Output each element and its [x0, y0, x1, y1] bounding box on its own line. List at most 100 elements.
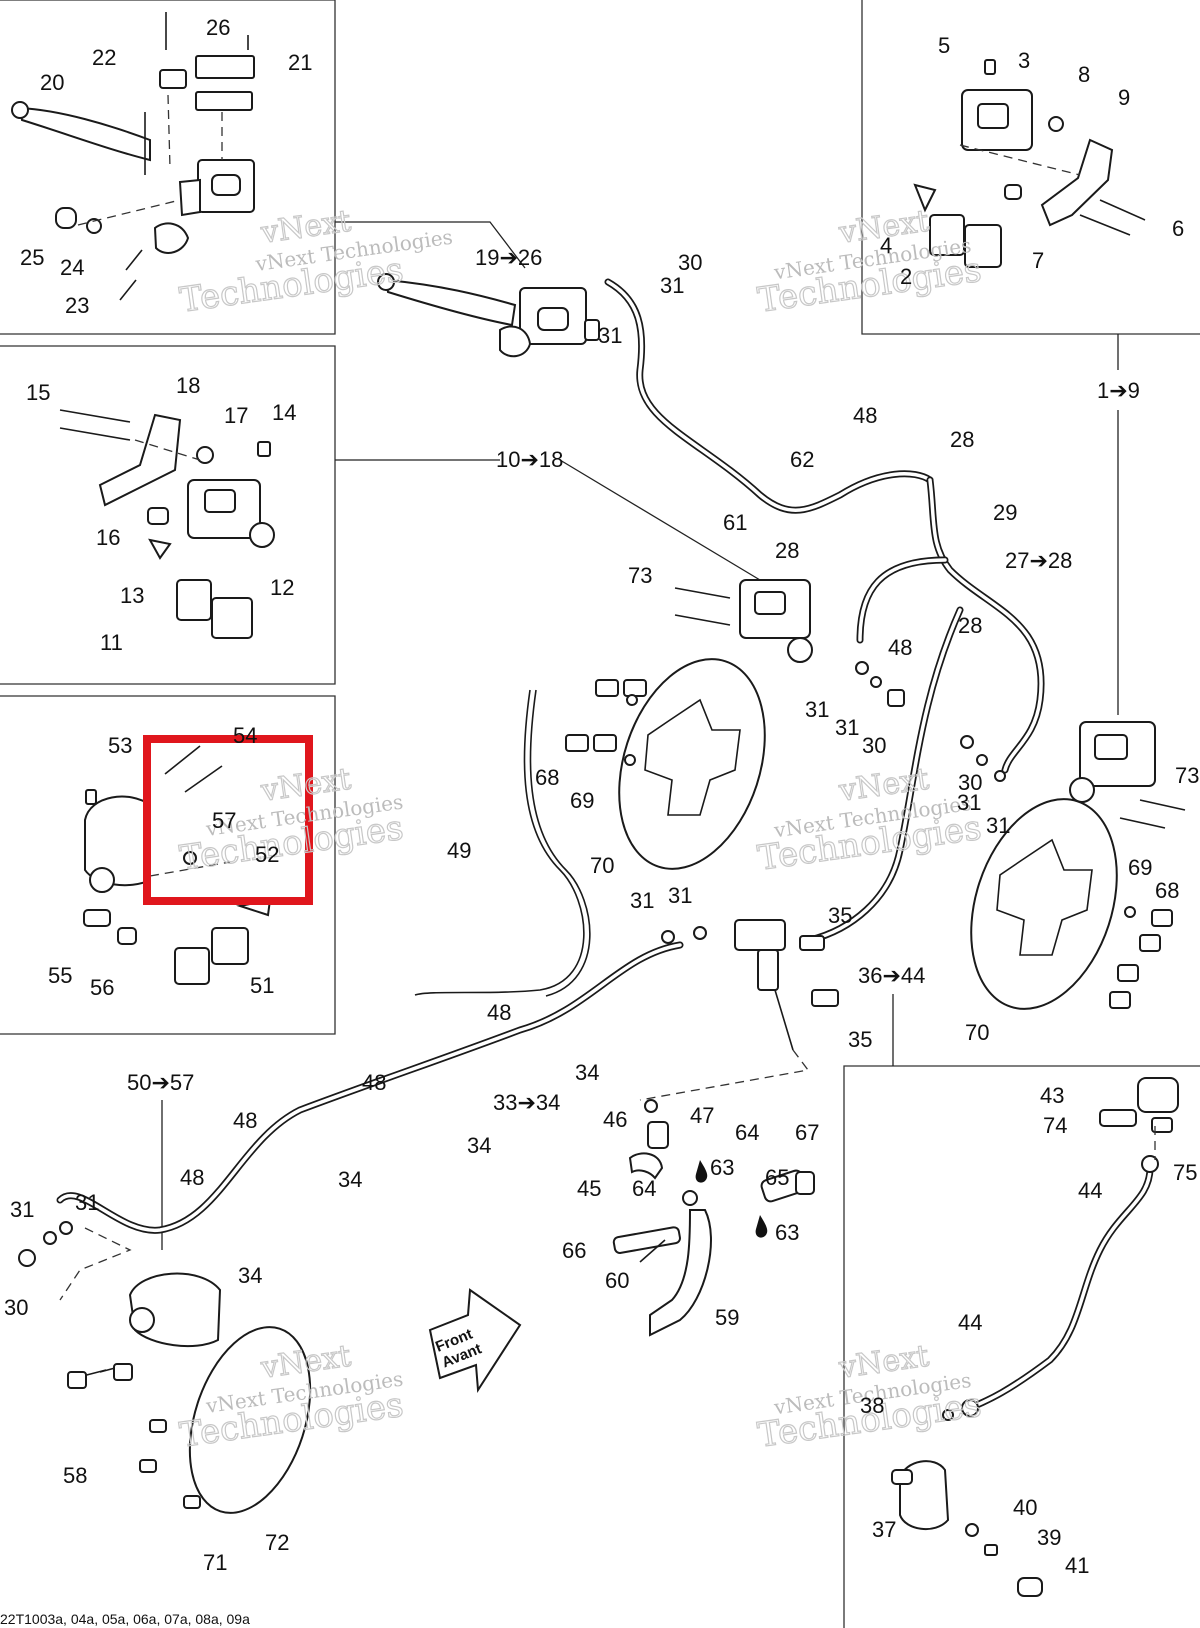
- rotor-left-bolts: [565, 679, 647, 766]
- callout: 31: [835, 715, 859, 740]
- callout: 48: [233, 1108, 257, 1133]
- callout: 51: [250, 973, 274, 998]
- callout: 16: [96, 525, 120, 550]
- callout: 8: [1078, 62, 1090, 87]
- callout: 4: [880, 233, 892, 258]
- master-cylinder-inset: [11, 12, 255, 301]
- callout: 37: [872, 1517, 896, 1542]
- front-direction-arrow: [428, 1288, 522, 1394]
- callout: 68: [535, 765, 559, 790]
- callout: 31: [660, 273, 684, 298]
- callout: 38: [860, 1393, 884, 1418]
- callout: 61: [723, 510, 747, 535]
- rotor-right-bolts: [1109, 906, 1173, 1009]
- callout: 48: [853, 403, 877, 428]
- front-left-caliper: [674, 579, 905, 707]
- frame-caliper-inset-50-57: [0, 695, 336, 1035]
- callout: 36➔44: [858, 963, 925, 988]
- callout: 60: [605, 1268, 629, 1293]
- callout: 31: [805, 697, 829, 722]
- callout: 6: [1172, 216, 1184, 241]
- callout: 70: [590, 853, 614, 878]
- callout: 34: [467, 1133, 491, 1158]
- callout: 5: [938, 33, 950, 58]
- callout: 35: [848, 1027, 872, 1052]
- callout: 31: [957, 790, 981, 815]
- callout: 74: [1043, 1113, 1067, 1138]
- rear-left-caliper-rotor: [18, 1221, 312, 1514]
- front-caliper-inset: [59, 409, 275, 639]
- callout: 2: [900, 264, 912, 289]
- watermark-4: vNext vNext Technologies Technologies: [755, 761, 985, 879]
- leader-19-26: [335, 221, 526, 269]
- callout: 31: [630, 888, 654, 913]
- callout: 9: [1118, 85, 1130, 110]
- callout: 48: [487, 1000, 511, 1025]
- rotor-right: [970, 798, 1173, 1010]
- lubricant-drop-icons: [695, 1160, 768, 1238]
- callout: 55: [48, 963, 72, 988]
- callout: 20: [40, 70, 64, 95]
- callout: 34: [338, 1167, 362, 1192]
- callout: 35: [828, 903, 852, 928]
- callout: 41: [1065, 1553, 1089, 1578]
- brake-pedal-assembly: [612, 1099, 815, 1337]
- highlight-box-parts-52-54-57: [143, 735, 313, 905]
- callout: 23: [65, 293, 89, 318]
- caliper-inset-50-57: [83, 745, 272, 985]
- leader-10-18-b: [559, 459, 761, 581]
- callout: 63: [775, 1220, 799, 1245]
- callout: 31: [598, 323, 622, 348]
- callout: 40: [1013, 1495, 1037, 1520]
- callout: 71: [203, 1550, 227, 1575]
- callout: 73: [1175, 763, 1199, 788]
- callout: 49: [447, 838, 471, 863]
- rotor-left: [565, 658, 766, 870]
- callout: 67: [795, 1120, 819, 1145]
- callout: 75: [1173, 1160, 1197, 1185]
- callout: 28: [950, 427, 974, 452]
- callouts: 20 22 26 21 25 24 23 19➔26 30 31 31 5 3 …: [4, 15, 1199, 1578]
- callout: 27➔28: [1005, 548, 1072, 573]
- watermark-5: vNext vNext Technologies Technologies: [177, 1338, 407, 1456]
- callout: 69: [570, 788, 594, 813]
- callout: 56: [90, 975, 114, 1000]
- callout: 66: [562, 1238, 586, 1263]
- frame-rear-master-inset-36-44: [843, 1065, 1200, 1628]
- frame-master-cylinder-inset: [0, 0, 336, 335]
- callout: 39: [1037, 1525, 1061, 1550]
- callout: 13: [120, 583, 144, 608]
- callout: 19➔26: [475, 245, 542, 270]
- callout: 30: [678, 250, 702, 275]
- callout: 64: [632, 1176, 656, 1201]
- callout: 62: [790, 447, 814, 472]
- callout: 18: [176, 373, 200, 398]
- callout: 46: [603, 1107, 627, 1132]
- callout: 43: [1040, 1083, 1064, 1108]
- callout: 34: [575, 1060, 599, 1085]
- callout: 12: [270, 575, 294, 600]
- callout: 29: [993, 500, 1017, 525]
- footer-code: 22T1003a, 04a, 05a, 06a, 07a, 08a, 09a: [0, 1611, 250, 1627]
- callout: 48: [362, 1070, 386, 1095]
- callout: 21: [288, 50, 312, 75]
- callout: 30: [862, 733, 886, 758]
- drop-icon: [755, 1215, 768, 1238]
- callout: 45: [577, 1176, 601, 1201]
- callout: 73: [628, 563, 652, 588]
- callout: 24: [60, 255, 84, 280]
- watermarks: vNext vNext Technologies Technologies vN…: [177, 203, 985, 1456]
- callout: 48: [888, 635, 912, 660]
- callout: 3: [1018, 48, 1030, 73]
- callout: 1➔9: [1097, 378, 1140, 403]
- callout: 30: [958, 770, 982, 795]
- callout: 34: [238, 1263, 262, 1288]
- callout: 68: [1155, 878, 1179, 903]
- callout: 63: [710, 1155, 734, 1180]
- distribution-block: [639, 919, 839, 1101]
- rear-caliper-inset: [913, 59, 1146, 268]
- callout: 25: [20, 245, 44, 270]
- callout: 54: [233, 723, 257, 748]
- callout: 64: [735, 1120, 759, 1145]
